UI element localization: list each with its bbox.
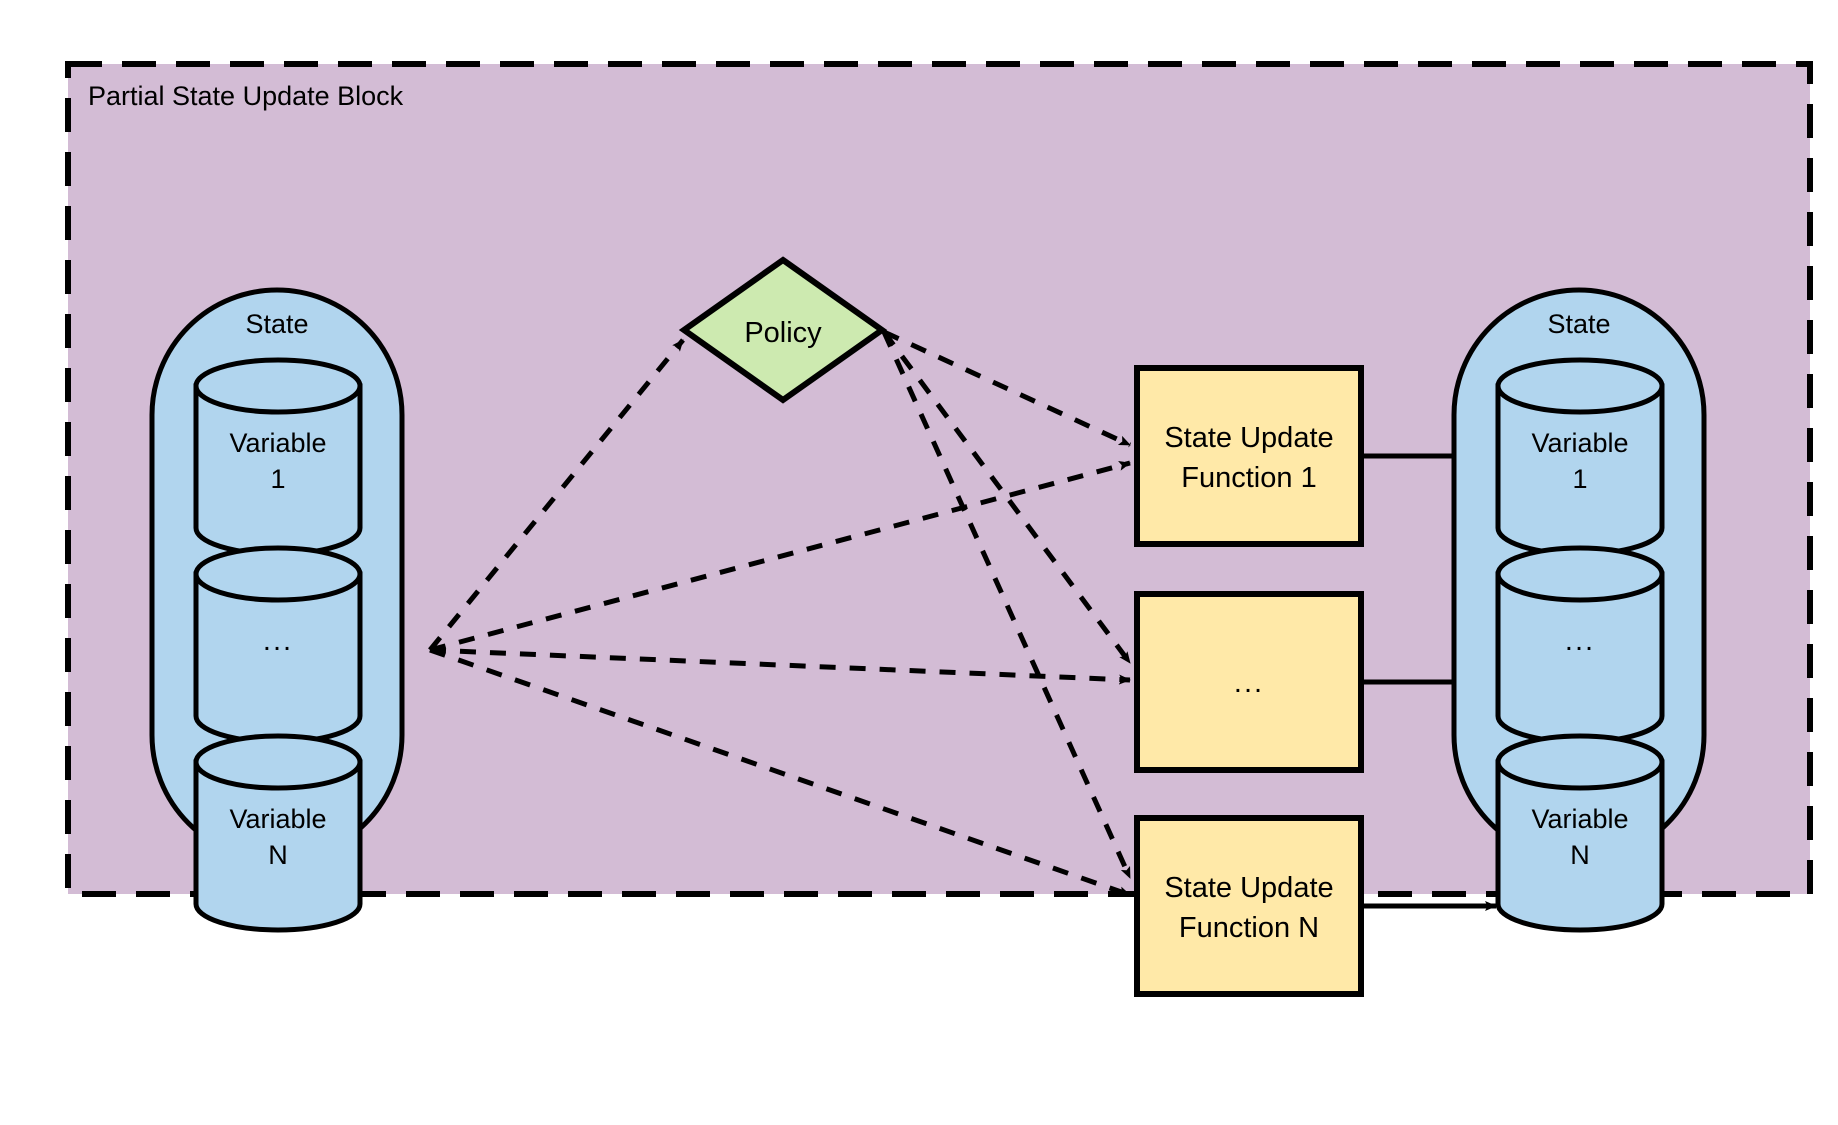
state-update-function-n: State Update Function N bbox=[1134, 815, 1364, 997]
edge-state-to-suf-1 bbox=[429, 460, 1131, 653]
state-output-variable-n-line2: N bbox=[1570, 840, 1590, 870]
state-update-function-1: State Update Function 1 bbox=[1134, 365, 1364, 547]
state-input-variable-1-line1: Variable bbox=[229, 428, 326, 458]
edge-state-to-suf-mid bbox=[429, 647, 1131, 685]
state-input-variable-n-line2: N bbox=[268, 840, 288, 870]
state-input-variable-mid: ... bbox=[193, 545, 363, 745]
state-input-variable-1: Variable 1 bbox=[193, 357, 363, 557]
state-output-variable-1-line1: Variable bbox=[1531, 428, 1628, 458]
state-update-function-n-line1: State Update bbox=[1164, 872, 1333, 904]
state-update-function-n-line2: Function N bbox=[1179, 912, 1319, 944]
state-output-title: State bbox=[1547, 309, 1610, 339]
state-update-function-mid: ... bbox=[1134, 591, 1364, 773]
state-output-variable-mid-label: ... bbox=[1565, 625, 1595, 657]
edge-policy-to-suf-1 bbox=[882, 329, 1132, 448]
edge-state-to-policy bbox=[428, 338, 685, 652]
state-output-variable-mid: ... bbox=[1495, 545, 1665, 745]
state-update-function-1-line2: Function 1 bbox=[1181, 462, 1316, 494]
state-input-variable-mid-label: ... bbox=[263, 625, 293, 657]
state-update-function-mid-label: ... bbox=[1234, 667, 1264, 699]
state-output-variable-n: Variable N bbox=[1495, 733, 1665, 933]
state-input-variable-1-line2: 1 bbox=[270, 464, 285, 494]
policy-label: Policy bbox=[744, 317, 822, 349]
state-update-function-1-line1: State Update bbox=[1164, 422, 1333, 454]
state-input-variable-n-line1: Variable bbox=[229, 804, 326, 834]
state-input-title: State bbox=[245, 309, 308, 339]
edge-state-to-suf-n bbox=[429, 647, 1131, 898]
state-output-variable-1: Variable 1 bbox=[1495, 357, 1665, 557]
edge-policy-to-suf-n bbox=[881, 330, 1133, 880]
state-input-variable-n: Variable N bbox=[193, 733, 363, 933]
policy-node: Policy bbox=[678, 256, 888, 404]
block-title: Partial State Update Block bbox=[88, 81, 404, 111]
state-output-variable-1-line2: 1 bbox=[1572, 464, 1587, 494]
state-output-variable-n-line1: Variable bbox=[1531, 804, 1628, 834]
edge-policy-to-suf-mid bbox=[881, 330, 1133, 665]
